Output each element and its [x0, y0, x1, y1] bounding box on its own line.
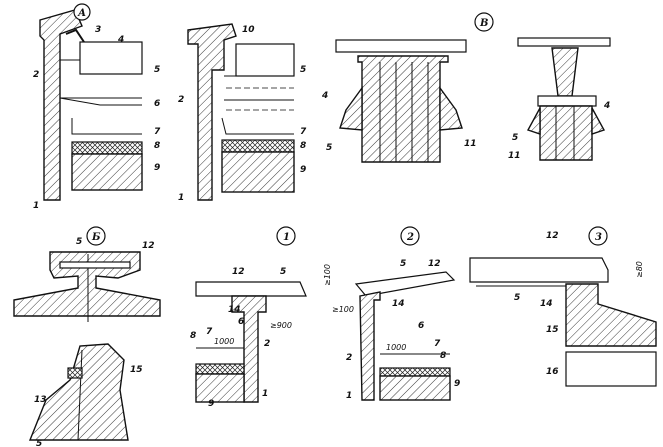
detail-3: [469, 226, 657, 387]
dimension-label: ≥100: [323, 264, 332, 286]
callout-label: 9: [208, 399, 214, 409]
callout-label: 5: [300, 65, 306, 75]
detail-v-left: [335, 12, 494, 163]
callout-label: 5: [400, 259, 406, 269]
detail-a-right: [187, 23, 295, 201]
callout-label: 8: [300, 141, 306, 151]
callout-label: 10: [242, 25, 255, 35]
callout-label: 2: [264, 339, 270, 349]
detail-1: [195, 226, 307, 403]
detail-a-left: [39, 3, 143, 201]
section-marker-v: В: [479, 18, 488, 29]
section-marker-3: 3: [595, 232, 602, 243]
callout-label: 2: [33, 70, 39, 80]
callout-label: 8: [440, 351, 446, 361]
callout-label: 15: [130, 365, 143, 375]
section-marker-2: 2: [406, 232, 414, 243]
callout-label: 8: [154, 141, 160, 151]
callout-label: 9: [454, 379, 460, 389]
callout-label: 5: [36, 439, 42, 447]
callout-label: 1: [33, 201, 39, 211]
detail-b-bottom: [28, 343, 129, 441]
callout-label: 14: [228, 305, 241, 315]
callout-label: 9: [154, 163, 160, 173]
dimension-label: 1000: [386, 343, 406, 352]
section-marker-b: Б: [91, 232, 101, 243]
section-marker-1: 1: [283, 232, 290, 243]
callout-label: 6: [238, 317, 244, 327]
callout-label: 7: [154, 127, 161, 137]
callout-label: 11: [508, 151, 521, 161]
section-marker-a: А: [77, 8, 86, 19]
callout-label: 8: [190, 331, 196, 341]
callout-label: 14: [392, 299, 405, 309]
callout-label: 4: [117, 35, 124, 45]
callout-label: 12: [232, 267, 245, 277]
callout-label: 4: [321, 91, 328, 101]
dimension-label: ≥100: [332, 305, 354, 314]
callout-label: 4: [603, 101, 610, 111]
callout-label: 13: [34, 395, 47, 405]
callout-label: 6: [154, 99, 160, 109]
callout-label: 11: [464, 139, 477, 149]
callout-label: 2: [178, 95, 184, 105]
callout-label: 6: [418, 321, 424, 331]
callout-label: 5: [76, 237, 82, 247]
callout-label: 1: [178, 193, 184, 203]
callout-label: 7: [434, 339, 441, 349]
callout-label: 7: [206, 327, 213, 337]
callout-label: 1: [262, 389, 268, 399]
detail-v-right: [517, 37, 611, 161]
dimension-label: 1000: [214, 337, 234, 346]
callout-label: 5: [512, 133, 518, 143]
callout-label: 12: [546, 231, 559, 241]
callout-label: 5: [514, 293, 520, 303]
callout-label: 14: [540, 299, 553, 309]
detail-2: [354, 226, 456, 401]
callout-label: 9: [300, 165, 306, 175]
callout-label: 5: [280, 267, 286, 277]
dimension-label: ≥80: [635, 261, 644, 278]
callout-label: 2: [346, 353, 352, 363]
callout-label: 7: [300, 127, 307, 137]
callout-label: 3: [95, 25, 101, 35]
callout-label: 1: [346, 391, 352, 401]
dimension-label: ≥900: [270, 321, 292, 330]
detail-b-top: [13, 226, 161, 322]
callout-label: 12: [428, 259, 441, 269]
callout-label: 15: [546, 325, 559, 335]
callout-label: 5: [154, 65, 160, 75]
callout-label: 5: [326, 143, 332, 153]
callout-label: 16: [546, 367, 559, 377]
callout-label: 12: [142, 241, 155, 251]
